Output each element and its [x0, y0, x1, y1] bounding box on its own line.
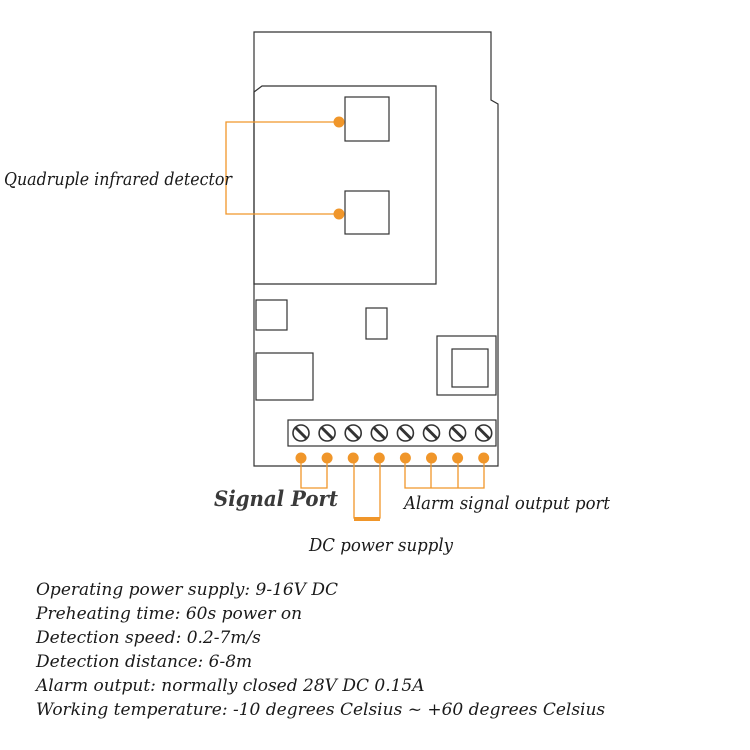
terminal-point-7: [452, 452, 464, 464]
detector-label: Quadruple infrared detector: [4, 169, 233, 190]
component-tiny-center: [365, 307, 388, 340]
detector-point-bottom: [333, 208, 345, 220]
terminal-screw-slot-8: [477, 426, 491, 440]
component-small-left: [255, 299, 288, 331]
terminal-screw-slot-2: [320, 426, 334, 440]
infrared-sensor-bottom: [344, 190, 390, 235]
terminal-screw-slot-7: [451, 426, 465, 440]
alarm-port-label: Alarm signal output port: [402, 493, 611, 514]
spec-power-supply: Operating power supply: 9-16V DC: [36, 580, 339, 600]
terminal-points: [295, 452, 490, 464]
terminal-screw-slot-6: [424, 426, 439, 440]
terminal-screw-slot-1: [294, 426, 308, 440]
terminal-point-8: [478, 452, 490, 464]
specifications-list: Operating power supply: 9-16V DC Preheat…: [36, 578, 605, 722]
detector-point-top: [333, 116, 345, 128]
spec-working-temperature: Working temperature: -10 degrees Celsius…: [36, 700, 606, 720]
terminal-point-5: [399, 452, 411, 464]
terminal-screws: [292, 424, 493, 442]
terminal-point-3: [347, 452, 359, 464]
spec-alarm-output: Alarm output: normally closed 28V DC 0.1…: [36, 676, 425, 696]
signal-port-label: Signal Port: [214, 486, 338, 511]
dc-power-connector: [353, 458, 381, 521]
infrared-sensor-top: [344, 96, 390, 142]
terminal-screw-slot-4: [372, 426, 386, 440]
signal-port-connector: [300, 458, 328, 489]
relay-inner: [451, 348, 489, 388]
component-large-left: [255, 352, 314, 401]
spec-detection-distance: Detection distance: 6-8m: [36, 652, 253, 672]
detector-leader: [225, 116, 345, 220]
spec-detection-speed: Detection speed: 0.2-7m/s: [36, 628, 261, 648]
spec-preheating-time: Preheating time: 60s power on: [36, 604, 303, 624]
terminal-screw-slot-3: [346, 426, 360, 440]
terminal-point-1: [295, 452, 307, 464]
terminal-screw-slot-5: [398, 426, 412, 440]
terminal-point-6: [426, 452, 437, 464]
terminal-point-2: [321, 452, 333, 464]
terminal-point-4: [373, 452, 385, 464]
dc-power-label: DC power supply: [308, 535, 454, 556]
detector-area: [253, 85, 437, 285]
